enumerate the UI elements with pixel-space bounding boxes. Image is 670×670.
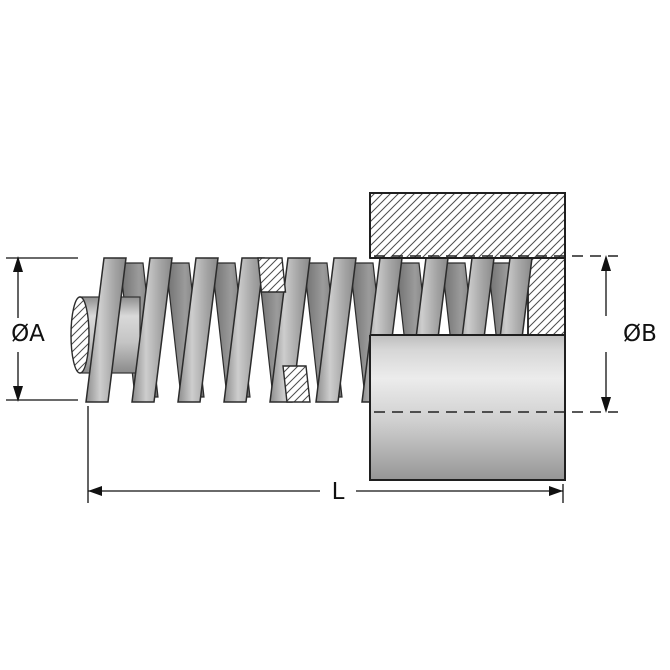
- wire-section-top: [257, 257, 287, 293]
- housing-section-hatch: [369, 192, 566, 259]
- spring-front-coil: [269, 257, 311, 403]
- arrow-down-icon: [13, 386, 23, 402]
- spring-front-coil: [85, 257, 127, 403]
- housing: [369, 192, 566, 481]
- spring-front-coil: [131, 257, 173, 403]
- arrow-right-icon: [549, 486, 563, 496]
- spring-front-coil: [177, 257, 219, 403]
- dimension-dia-a: ØA: [6, 256, 78, 402]
- bore-end-wall-section: [527, 257, 566, 336]
- dim-label-length: L: [332, 479, 345, 505]
- dim-label-dia-a: ØA: [11, 321, 45, 347]
- dimension-dia-b: ØB: [601, 255, 657, 413]
- housing-body: [370, 335, 565, 480]
- arrow-down-icon: [601, 397, 611, 413]
- spring-wire-sections: [257, 257, 311, 403]
- wire-section-bottom: [282, 365, 311, 403]
- spring-front-coil: [315, 257, 357, 403]
- housing-outline: [369, 192, 566, 481]
- arrow-up-icon: [601, 255, 611, 271]
- dim-label-dia-b: ØB: [623, 321, 657, 347]
- arrow-left-icon: [88, 486, 102, 496]
- arrow-up-icon: [13, 256, 23, 272]
- dimension-length: L: [87, 406, 564, 505]
- rod-end-section: [70, 296, 90, 374]
